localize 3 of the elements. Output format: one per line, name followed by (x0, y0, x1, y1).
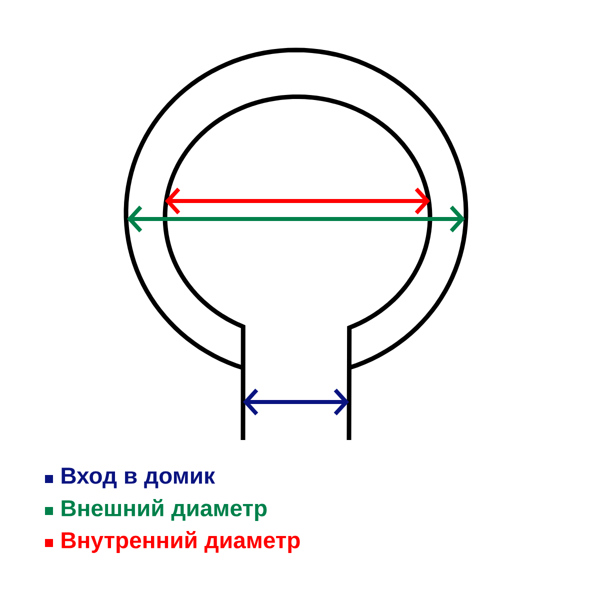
legend-text: Вход в домик (62, 468, 216, 488)
legend-text: Внутренний диаметр (62, 531, 300, 553)
legend-text: Внешний диаметр (62, 499, 267, 521)
